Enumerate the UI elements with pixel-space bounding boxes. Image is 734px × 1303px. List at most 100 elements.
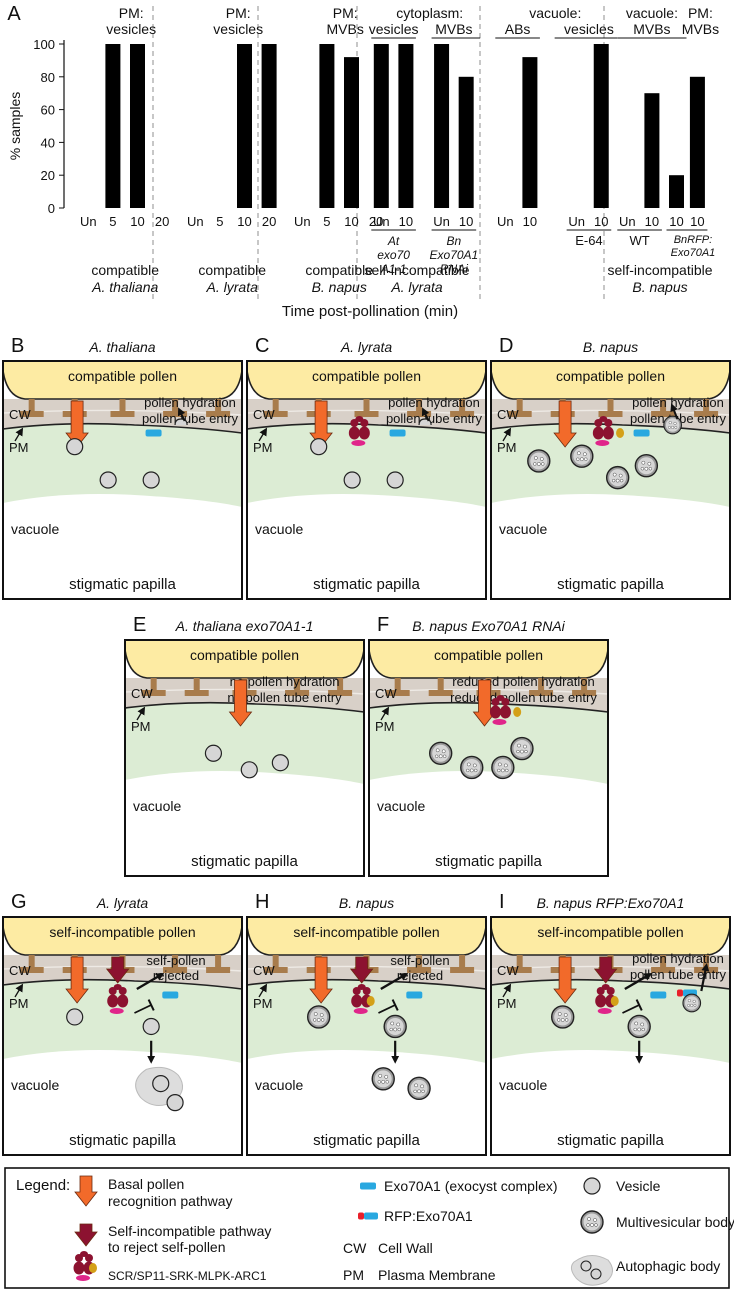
pollen-coat-foot [572,678,597,696]
exo70a1-marker [633,429,650,437]
pollen-label: compatible pollen [556,368,665,384]
vacuole [491,494,730,599]
secretion-arrow [177,407,186,422]
pollen-coat-foot [529,678,554,696]
vesicle [310,438,328,456]
vacuole-label: vacuole [11,1077,59,1093]
vacuole-label: vacuole [255,1077,303,1093]
plasma-membrane [246,422,487,434]
x-tick-label: 10 [399,214,413,229]
plasma-membrane [490,422,731,434]
panel-border [490,360,731,600]
y-tick-label: 80 [41,70,55,85]
mvb [551,1005,575,1029]
pollen-label: compatible pollen [434,647,543,663]
note-line1: pollen hydration [632,951,724,966]
legend-si-line1: Self-incompatible pathway [108,1223,271,1239]
pm-arrow [502,427,512,442]
x-tick-label: Un [497,214,514,229]
panel-border [368,639,609,877]
note-line1: pollen hydration [388,395,480,410]
pollen-label: compatible pollen [190,647,299,663]
pollen-coat-foot [19,955,44,973]
y-tick-label: 20 [41,168,55,183]
group-header: MVBs [435,21,472,37]
vacuole [369,771,608,876]
treatment-note: BnRFP: [674,234,713,246]
treatment-note: Bn [447,234,462,248]
group-caption: compatible [198,262,266,278]
vesicle [142,471,160,489]
pollen-label: self-incompatible pollen [293,924,439,940]
vesicle [386,471,404,489]
pollen-coat-foot [263,955,288,973]
pollen-coat-foot [507,399,532,417]
panel-letter: D [499,335,513,357]
treatment-note: A1-1 [380,262,406,276]
note-line2: pollen tube entry [386,411,483,426]
vesicle-fusing [418,418,432,426]
basal-pathway-arrow [553,956,577,1004]
bar [458,76,474,208]
bar [373,44,389,208]
mvb [527,449,551,473]
pollen-coat-foot [206,955,231,973]
pm-label: PM [253,440,273,455]
pm-arrow [258,983,268,998]
vesicle [271,754,289,772]
legend-cw-abbr: CW [343,1240,367,1256]
vacuole-label: vacuole [499,521,547,537]
mvb [627,1014,651,1039]
treatment-note: Exo70A1 [430,248,479,262]
pollen-coat-foot [385,678,410,696]
vacuole-label: vacuole [377,798,425,814]
treatment-note: RNAi [440,262,468,276]
x-tick-label: Un [433,214,450,229]
vacuole-label: vacuole [133,798,181,814]
mvb [383,1014,407,1039]
papilla-label: stigmatic papilla [69,576,176,593]
bar [522,57,538,209]
rejection-arrow [380,972,409,991]
papilla-label: stigmatic papilla [191,853,298,870]
group-header: PM: [333,5,358,21]
panel-title: B. napus [339,895,394,911]
note-line2: rejected [397,968,443,983]
legend-ab-label: Autophagic body [616,1258,720,1274]
treatment-note: WT [629,233,649,248]
pollen-coat-foot [354,399,379,417]
legend-si-line2: to reject self-pollen [108,1239,226,1255]
group-header: MVBs [682,21,719,37]
pollen-coat-foot [110,399,135,417]
bar [669,175,684,208]
group-header: vesicles [213,21,263,37]
cw-label: CW [253,963,275,978]
y-axis-label: % samples [7,92,23,160]
legend-ab-vesicle [590,1268,602,1280]
legend-vesicle-icon [583,1177,601,1195]
rejection-arrow [624,972,653,991]
papilla-label: stigmatic papilla [69,1132,176,1149]
plasma-membrane [490,978,731,990]
group-header: vacuole: [529,5,581,21]
pollen-coat-foot [19,399,44,417]
group-header: MVBs [633,21,670,37]
panel-letter: B [11,335,24,357]
bar [398,44,414,208]
note-line2: no pollen tube entry [227,690,342,705]
cw-label: CW [131,686,153,701]
bar [237,44,252,208]
vesicle [142,1017,160,1036]
mvb [307,1005,331,1029]
mlpk-marker [616,428,625,438]
pollen-coat-foot [141,678,166,696]
group-caption-species: A. lyrata [206,279,259,295]
